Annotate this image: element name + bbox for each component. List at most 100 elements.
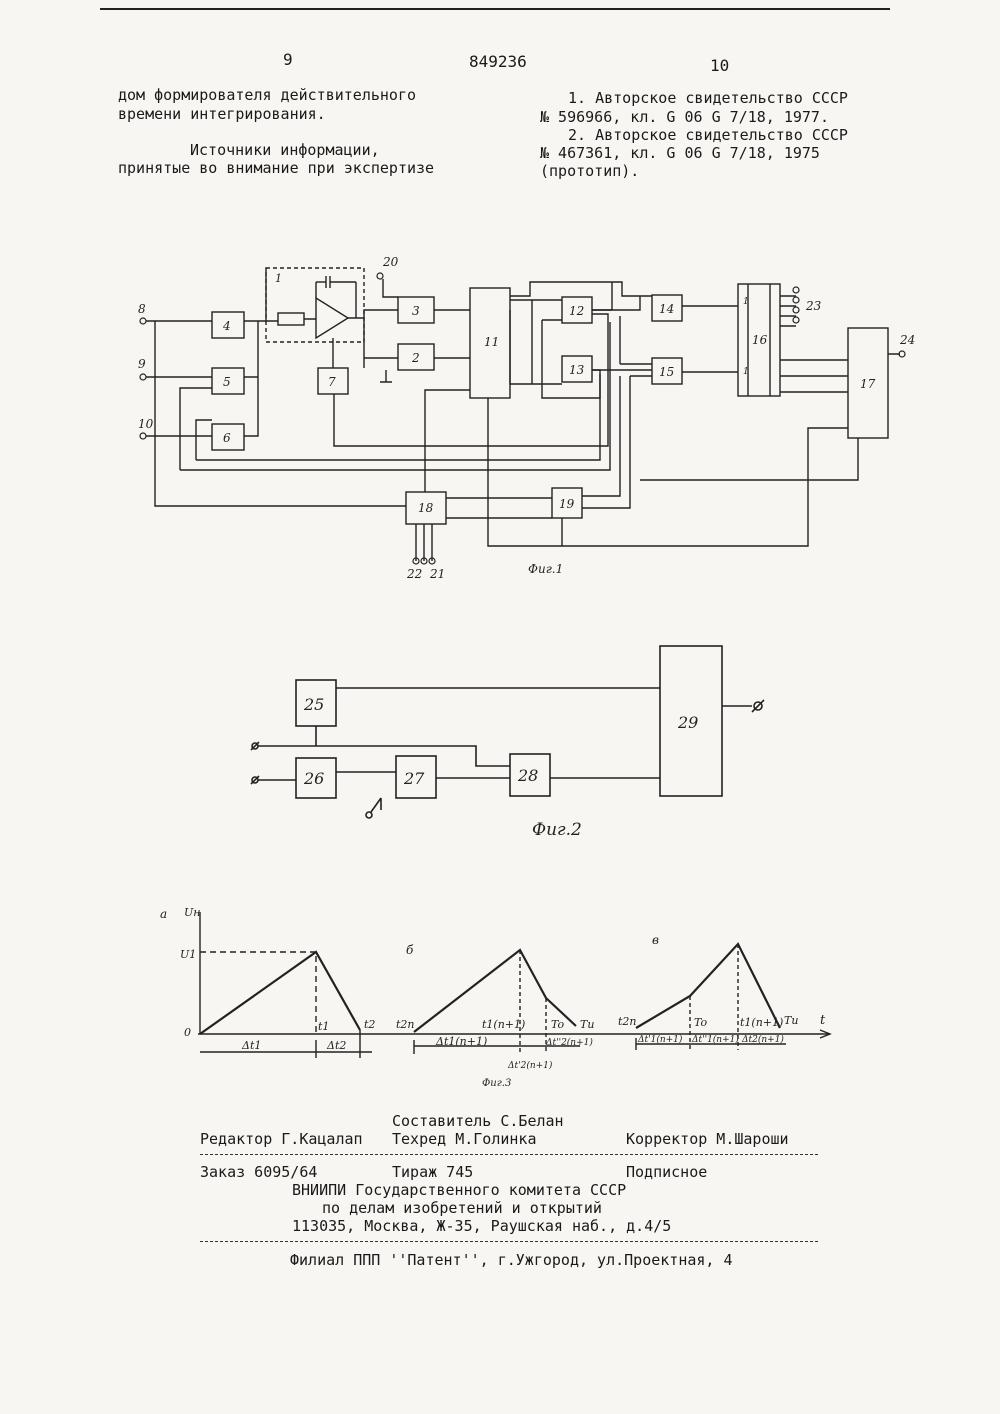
fig3-t1: t1: [318, 1020, 329, 1033]
fig3-dt2: Δt2: [326, 1039, 346, 1052]
block-17: [848, 328, 888, 438]
imprint-order: Заказ 6095/64: [200, 1163, 317, 1182]
fig3-b-dt1n: Δt1(n+1): [435, 1035, 487, 1048]
block-label-11: 11: [484, 335, 499, 349]
block-4: [212, 312, 244, 338]
reference-1-line-2: № 596966, кл. G 06 G 7/18, 1977.: [540, 108, 829, 127]
block-label-3: 3: [412, 304, 420, 318]
block-12: [562, 297, 592, 323]
block-label-25: 25: [303, 695, 324, 714]
top-rule: [100, 8, 890, 10]
fig3-u1: U1: [180, 948, 196, 961]
imprint-divider-2: [200, 1241, 818, 1242]
figure-3-caption: Фиг.3: [482, 1078, 511, 1089]
imprint-techred: Техред М.Голинка: [392, 1130, 537, 1149]
reference-2-line-1: 2. Авторское свидетельство СССР: [568, 126, 848, 145]
figure-1-caption: Фиг.1: [528, 562, 563, 576]
block-label-6: 6: [223, 431, 231, 445]
block-11: [470, 288, 510, 398]
block-7: [318, 368, 348, 394]
block-label-26: 26: [303, 769, 324, 788]
left-text-line-2: времени интегрирования.: [118, 105, 326, 124]
terminal-20: 20: [382, 255, 399, 269]
reference-2-line-3: (прототип).: [540, 162, 639, 181]
block-label-16: 16: [752, 333, 768, 347]
block-3: [398, 297, 434, 323]
fig3-b-To: To: [551, 1018, 564, 1031]
imprint-compiler: Составитель С.Белан: [392, 1112, 564, 1131]
terminal-23: 23: [805, 299, 822, 313]
block-26: [296, 758, 336, 798]
svg-text:1: 1: [743, 367, 749, 377]
block-13: [562, 356, 592, 382]
block-6: [212, 424, 244, 450]
svg-text:1: 1: [743, 297, 749, 307]
fig3-v-t1n: t1(n+1): [740, 1016, 783, 1029]
block-label-4: 4: [222, 319, 231, 333]
page-number-right: 10: [710, 56, 729, 75]
sources-heading-2: принятые во внимание при экспертизе: [118, 159, 434, 178]
fig3-b-t1n: t1(n+1): [482, 1018, 525, 1031]
sources-heading-1: Источники информации,: [190, 141, 380, 160]
fig3-v-Tu: Tu: [784, 1014, 798, 1027]
imprint-address: 113035, Москва, Ж-35, Раушская наб., д.4…: [292, 1217, 671, 1236]
block-27: [396, 756, 436, 798]
fig3-zero: 0: [184, 1026, 191, 1039]
block-label-13: 13: [569, 363, 585, 377]
reference-1-line-1: 1. Авторское свидетельство СССР: [568, 89, 848, 108]
block-16: [738, 284, 780, 396]
fig3-v-To: To: [694, 1016, 707, 1029]
fig3-t2: t2: [364, 1018, 375, 1031]
fig3-b-t2n: t2n: [396, 1018, 415, 1031]
imprint-editor: Редактор Г.Кацалап: [200, 1130, 363, 1149]
op-amp: [316, 298, 348, 338]
terminal-9: 9: [138, 357, 146, 371]
block-label-12: 12: [569, 304, 584, 318]
block-label-27: 27: [403, 769, 425, 788]
block-14: [652, 295, 682, 321]
block-19: [552, 488, 582, 518]
fig3-b-Tu: Tu: [580, 1018, 594, 1031]
fig3-b-dt2n: Δt''2(n+1): [545, 1037, 593, 1048]
block-label-17: 17: [860, 377, 876, 391]
fig3-dt1: Δt1: [241, 1039, 261, 1052]
block-label-19: 19: [559, 497, 575, 511]
block-28: [510, 754, 550, 796]
imprint-org-1: ВНИИПИ Государственного комитета СССР: [292, 1181, 626, 1200]
dashed-box-1: [266, 268, 364, 342]
imprint-branch: Филиал ППП ''Патент'', г.Ужгород, ул.Про…: [290, 1251, 733, 1270]
imprint-corrector: Корректор М.Шароши: [626, 1130, 789, 1149]
imprint-edition: Тираж 745: [392, 1163, 473, 1182]
fig3-v-dt2n: Δt2(n+1): [741, 1034, 784, 1045]
block-label-18: 18: [418, 501, 434, 515]
fig3-t-axis-label: t: [820, 1013, 826, 1028]
fig3-panel-b: б: [406, 943, 414, 957]
terminal-22: 22: [406, 567, 422, 581]
fig3-b-dt2n-low: Δt'2(n+1): [507, 1060, 553, 1071]
block-label-1: 1: [275, 272, 282, 285]
fig3-waveform-b: [414, 950, 576, 1032]
patent-number: 849236: [469, 52, 527, 71]
block-29: [660, 646, 722, 796]
fig3-v-dt1n2: Δt''1(n+1): [691, 1034, 739, 1045]
block-label-5: 5: [223, 375, 231, 389]
imprint-divider-1: [200, 1154, 818, 1155]
fig3-v-t2n: t2n: [618, 1015, 637, 1028]
reference-2-line-2: № 467361, кл. G 06 G 7/18, 1975: [540, 144, 820, 163]
fig3-panel-a: а: [160, 907, 167, 921]
fig3-v-dt1n: Δt'1(n+1): [637, 1034, 683, 1045]
fig3-panel-v: в: [652, 933, 659, 947]
terminal-8: 8: [138, 302, 146, 316]
imprint-subscription: Подписное: [626, 1163, 707, 1182]
block-label-29: 29: [677, 713, 698, 732]
block-2: [398, 344, 434, 370]
block-25: [296, 680, 336, 726]
terminal-24: 24: [899, 333, 915, 347]
page-number-left: 9: [283, 50, 293, 69]
fig3-waveform-v: [636, 944, 780, 1028]
fig3-waveform-a: [200, 952, 360, 1034]
block-label-28: 28: [517, 766, 538, 785]
terminal-10: 10: [138, 417, 154, 431]
imprint-org-2: по делам изобретений и открытий: [322, 1199, 602, 1218]
